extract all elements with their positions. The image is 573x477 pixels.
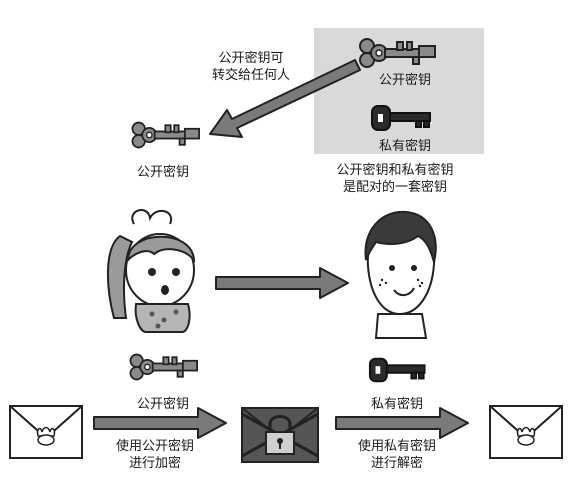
decrypt-arrow (335, 407, 469, 439)
encrypt-caption-line-2: 进行加密 (128, 456, 181, 471)
shareable-caption-line-1: 公开密钥可 (218, 51, 284, 66)
bottom-private-key-label: 私有密钥 (370, 397, 423, 412)
pair-caption-line-2: 是配对的一套密钥 (342, 180, 447, 195)
box-private-key-label: 私有密钥 (378, 139, 431, 154)
plain-envelope-icon (9, 405, 83, 459)
bottom-public-key-icon (129, 353, 198, 381)
boy-receiver (364, 210, 437, 339)
send-arrow (215, 267, 349, 299)
decrypt-caption: 使用私有密钥 进行解密 (342, 438, 452, 472)
received-envelope-icon (489, 405, 563, 459)
bottom-private-key-icon (368, 357, 426, 383)
bottom-public-key-label: 公开密钥 (136, 397, 189, 412)
girl-sender (107, 209, 196, 333)
share-arrow-shape (209, 59, 361, 138)
pair-caption-line-1: 公开密钥和私有密钥 (336, 163, 454, 178)
encrypt-caption-line-1: 使用公开密钥 (115, 439, 194, 454)
pair-caption: 公开密钥和私有密钥 是配对的一套密钥 (320, 162, 470, 196)
encrypt-caption: 使用公开密钥 进行加密 (100, 438, 210, 472)
shareable-caption-line-2: 转交给任何人 (211, 68, 290, 83)
shareable-caption: 公开密钥可 转交给任何人 (196, 50, 306, 84)
decrypt-caption-line-2: 进行解密 (370, 456, 423, 471)
decrypt-caption-line-1: 使用私有密钥 (357, 439, 436, 454)
public-key-icon (359, 38, 436, 68)
private-key-icon (371, 105, 431, 131)
box-public-key-label: 公开密钥 (378, 73, 431, 88)
locked-envelope-icon (241, 407, 319, 463)
encrypt-arrow (93, 407, 227, 439)
left-public-key-label: 公开密钥 (136, 165, 189, 180)
left-public-key-icon (131, 121, 200, 149)
